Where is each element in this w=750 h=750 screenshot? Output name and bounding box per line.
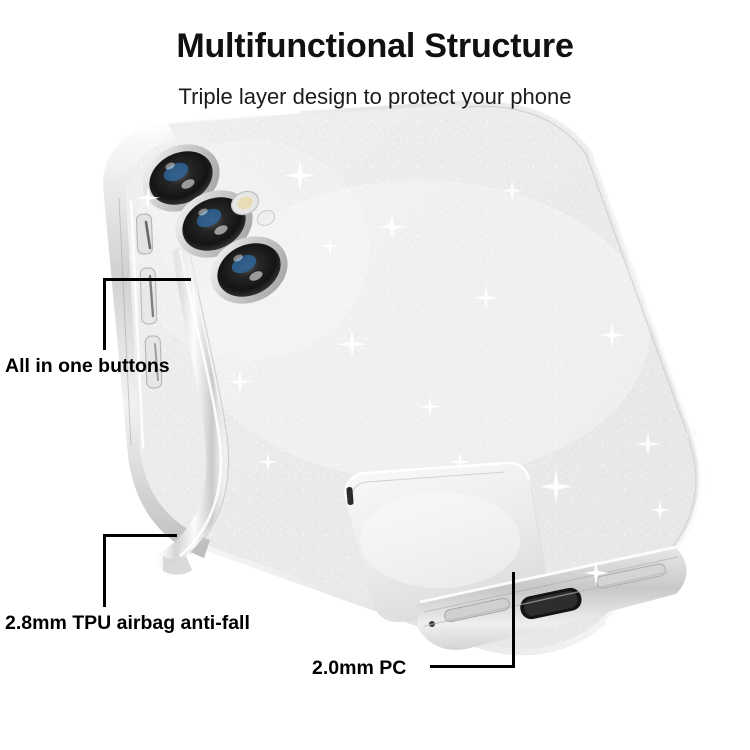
- side-buttons-edge: [103, 122, 210, 558]
- leader-line-buttons-vertical: [103, 278, 106, 350]
- leader-line-tpu-horizontal: [103, 534, 177, 537]
- camera-flash: [230, 190, 276, 226]
- camera-lens-1: [142, 144, 220, 212]
- leader-line-pc-vertical: [512, 572, 515, 668]
- page-title: Multifunctional Structure: [176, 27, 574, 65]
- camera-lens-2: [175, 190, 253, 258]
- leader-line-buttons-horizontal: [103, 278, 191, 281]
- camera-lens-3: [210, 236, 288, 304]
- annotation-label-tpu-airbag: 2.8mm TPU airbag anti-fall: [5, 612, 250, 634]
- usb-c-port: [520, 587, 582, 620]
- kickstand-notch: [346, 486, 354, 506]
- microphone-hole: [429, 621, 435, 627]
- page-subtitle: Triple layer design to protect your phon…: [178, 84, 572, 109]
- glitter-sparkles: [136, 160, 670, 586]
- bottom-edge: [418, 545, 687, 650]
- annotation-label-all-in-one-buttons: All in one buttons: [5, 355, 170, 377]
- annotation-label-pc-layer: 2.0mm PC: [312, 657, 407, 679]
- speaker-grille-left: [444, 597, 510, 623]
- kickstand-panel: [344, 461, 549, 623]
- leader-line-tpu-vertical: [103, 534, 106, 607]
- speaker-grille-right: [596, 563, 666, 589]
- camera-module: [142, 126, 303, 322]
- leader-line-pc-horizontal: [430, 665, 515, 668]
- case-body: [99, 98, 705, 656]
- tpu-bumper-layer: [154, 246, 230, 575]
